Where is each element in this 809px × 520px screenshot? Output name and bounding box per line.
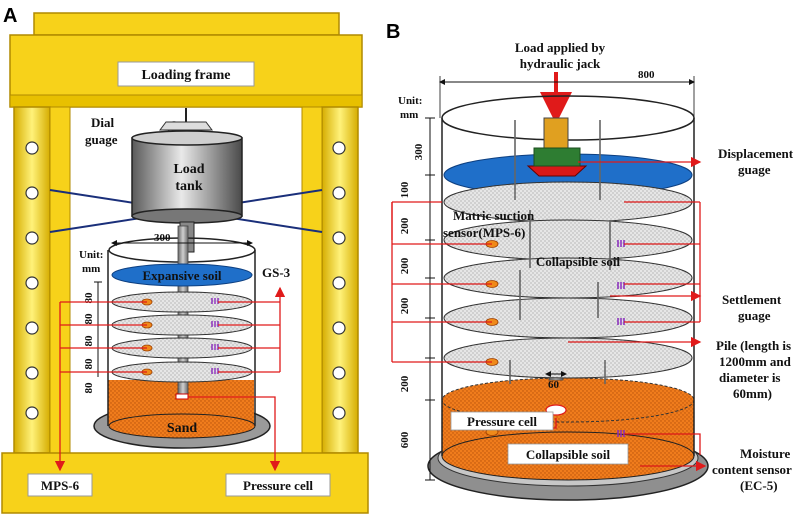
unit-b-line2: mm [400, 109, 418, 121]
pressure-cell-a-label-box [225, 473, 331, 497]
displacement-label-line2: guage [738, 162, 771, 177]
leaders-a [54, 286, 286, 472]
dial-gauge-label-line1: Dial [91, 115, 115, 130]
collapsible-soil-top-label: Collapsible soil [536, 254, 621, 269]
settlement-label-line2: guage [738, 308, 771, 323]
pressure-cell-b-label: Pressure cell [467, 414, 537, 429]
layer-dimensions-b [425, 117, 435, 481]
pile-label-line2: 1200mm and [719, 354, 792, 369]
pile-label-line3: diameter is [719, 370, 781, 385]
dim-b-200-2: 200 [399, 257, 411, 274]
collapsible-soil-bottom-label: Collapsible soil [526, 447, 611, 462]
gs3-label: GS-3 [262, 265, 291, 280]
unit-b-line1: Unit: [398, 95, 422, 107]
unit-a-line2: mm [82, 263, 100, 275]
load-tank-label-line2: tank [175, 179, 202, 194]
loading-frame-label-box [117, 61, 255, 87]
layer-dim-a-5: 80 [83, 382, 95, 394]
moisture-label-line2: content sensor [712, 462, 792, 477]
dial-gauge-icon [159, 108, 213, 135]
dim-b-100: 100 [399, 181, 411, 198]
load-tank [131, 130, 243, 253]
load-label-line1: Load applied by [515, 40, 606, 55]
pile-label-line4: 60mm) [733, 386, 772, 401]
moisture-label-line1: Moisture [740, 446, 791, 461]
dim-b-200-4: 200 [399, 375, 411, 392]
mps6-label-box [27, 473, 93, 497]
displacement-label-line1: Displacement [718, 146, 794, 161]
pressure-cell-a-label: Pressure cell [243, 478, 313, 493]
container-b [427, 95, 709, 501]
matric-suction-label-line1: Matric suction [453, 208, 535, 223]
dim-b-600: 600 [399, 431, 411, 448]
expansive-soil-label: Expansive soil [142, 268, 221, 283]
moisture-label-line3: (EC-5) [740, 478, 778, 493]
dim-b-200-1: 200 [399, 217, 411, 234]
dim-b-200-3: 200 [399, 297, 411, 314]
load-tank-label-line1: Load [173, 162, 204, 177]
loading-frame-label: Loading frame [141, 68, 230, 83]
diameter-a-label: 300 [154, 232, 171, 244]
layer-dim-a-3: 80 [83, 335, 95, 347]
unit-a-line1: Unit: [79, 249, 103, 261]
layer-dimensions-a [94, 281, 102, 377]
layer-dim-a-4: 80 [83, 358, 95, 370]
dial-gauge-label-line2: guage [85, 132, 118, 147]
layer-dim-a-1: 80 [83, 292, 95, 304]
container-a [93, 225, 271, 449]
settlement-label-line1: Settlement [722, 292, 782, 307]
leaders-b [391, 156, 707, 472]
layer-dim-a-2: 80 [83, 313, 95, 325]
collapsible-soil-bottom-box [507, 443, 629, 465]
pile-label-line1: Pile (length is [716, 338, 791, 353]
sand-label: Sand [167, 421, 198, 436]
dim-b-300: 300 [413, 143, 425, 160]
pressure-cell-b-label-box [450, 411, 554, 431]
pile-diameter-label: 60 [548, 379, 560, 391]
mps6-label: MPS-6 [41, 478, 80, 493]
matric-suction-label-line2: sensor(MPS-6) [443, 225, 525, 240]
diameter-b-label: 800 [638, 69, 655, 81]
load-label-line2: hydraulic jack [520, 56, 601, 71]
panel-b-letter: B [386, 21, 400, 43]
panel-a-letter: A [3, 5, 17, 27]
